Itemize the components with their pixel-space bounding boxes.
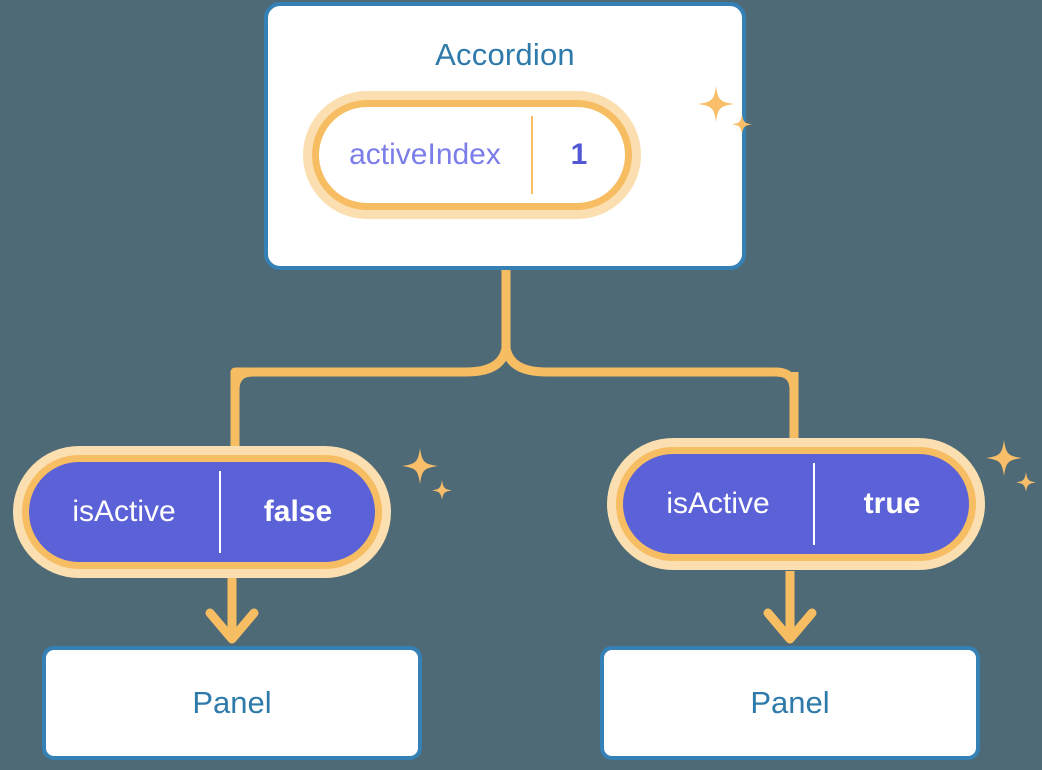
sparkle-large-icon xyxy=(986,440,1022,476)
pill-body: isActive false xyxy=(22,455,382,569)
panel-box-left[interactable]: Panel xyxy=(42,646,422,760)
sparkle-group-false xyxy=(402,448,452,500)
connector-right-elbow xyxy=(771,367,799,445)
pill-divider xyxy=(813,463,815,545)
connector-left-elbow xyxy=(230,367,258,445)
accordion-title: Accordion xyxy=(435,37,575,72)
sparkle-small-icon xyxy=(432,480,452,500)
sparkle-large-icon xyxy=(402,448,438,484)
pill-divider xyxy=(531,116,533,194)
pill-body: isActive true xyxy=(616,447,976,561)
pill-key-label: activeIndex xyxy=(349,138,501,171)
connector-branch-bar xyxy=(230,343,782,377)
state-pill-is-active-false[interactable]: isActive false xyxy=(22,455,382,569)
sparkle-small-icon xyxy=(1016,472,1036,492)
panel-label: Panel xyxy=(750,685,830,720)
arrow-down-icon-left xyxy=(205,608,259,644)
state-pill-active-index[interactable]: activeIndex 1 xyxy=(312,100,632,210)
panel-box-right[interactable]: Panel xyxy=(600,646,980,760)
pill-value-label: 1 xyxy=(570,138,588,171)
pill-value-label: false xyxy=(263,495,333,528)
sparkle-group-true xyxy=(986,440,1036,492)
pill-value-label: true xyxy=(863,487,921,520)
arrow-down-icon-right xyxy=(763,608,817,644)
pill-divider xyxy=(219,471,221,553)
state-pill-is-active-true[interactable]: isActive true xyxy=(616,447,976,561)
pill-key-label: isActive xyxy=(666,487,770,520)
panel-label: Panel xyxy=(192,685,272,720)
pill-key-label: isActive xyxy=(72,495,176,528)
pill-body: activeIndex 1 xyxy=(312,100,632,210)
